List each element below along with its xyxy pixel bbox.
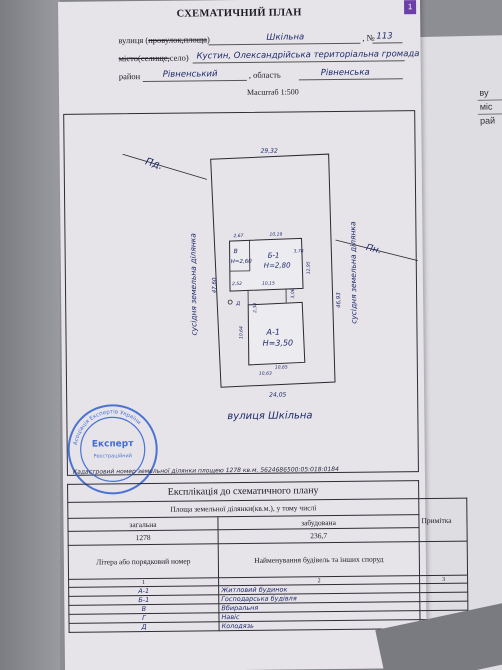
dimension-top: 29,32 (261, 148, 278, 155)
building-b-height: H=2,80 (264, 261, 291, 269)
site-plan-drawing: Пд. Пн. сусідня земельна ділянка сусідня… (122, 148, 420, 422)
parcel-boundary (210, 153, 336, 388)
stamp-title: Експерт (92, 439, 134, 449)
city-value-wrap: Кустин, Олександрійська територіальна гр… (197, 48, 420, 61)
expert-stamp: Асоціація Експертів України Експерт Реєс… (62, 399, 163, 500)
building-b-label: Б-1 (268, 252, 280, 260)
dimension-small: 10,19 (269, 232, 282, 238)
adjacent-page-fragment: ву (479, 87, 489, 98)
side-label-left: сусідня земельна ділянка (188, 233, 198, 336)
well-marker (227, 299, 233, 305)
total-value: 1278 (68, 529, 219, 546)
building-v-label: В (234, 248, 238, 255)
district-value: Рівненський (162, 69, 218, 80)
scale-label: Масштаб 1:500 (246, 87, 299, 97)
dimension-small: 10,65 (275, 365, 288, 371)
dimension-small: 12,95 (306, 261, 312, 274)
neighbor-pointer-left (122, 153, 207, 180)
district-label: район (118, 71, 141, 82)
building-a-height: H=3,50 (263, 338, 294, 347)
side-label-right: сусідня земельна ділянка (348, 221, 358, 324)
well-label: Д (235, 301, 240, 307)
building-b-outline (229, 237, 304, 292)
dimension-small: 3,06 (290, 288, 296, 298)
underline (142, 79, 247, 83)
building-a-label: А-1 (265, 328, 280, 337)
plan-frame: Пд. Пн. сусідня земельна ділянка сусідня… (63, 110, 420, 476)
col-name-header: Найменування будівель та інших споруд (218, 541, 420, 578)
dimension-small: 2,52 (232, 281, 242, 287)
col-letter-header: Літера або порядковий номер (68, 543, 219, 580)
street-label-struck: провулок,площа (148, 34, 208, 45)
dimension-small: 3,78 (294, 248, 304, 254)
neighbor-label-right: Пн. (365, 243, 383, 257)
row-letter: Д (69, 621, 220, 633)
dimension-small: 10,64 (238, 326, 244, 339)
street-line: вулиця (провулок,площа) (118, 34, 210, 45)
neighbor-label-left: Пд. (144, 156, 164, 172)
oblast-value: Рівненська (320, 67, 370, 79)
adjacent-page-line (477, 112, 502, 115)
table-row: Літера або порядковий номер Найменування… (68, 541, 468, 580)
dimension-small: 10,15 (262, 281, 275, 287)
house-number: 113 (376, 31, 393, 42)
city-label-struck: місто(селище, (118, 52, 170, 64)
dimension-left: 47,60 (212, 277, 218, 293)
street-label: вулиця ( (118, 34, 149, 46)
number-label: , № (362, 32, 375, 43)
city-label: село) (169, 52, 189, 63)
oblast-value-wrap: Рівненська (321, 67, 370, 79)
dimension-bottom: 24,05 (269, 392, 286, 399)
neighbor-pointer-right (335, 239, 420, 262)
oblast-label: , область (248, 69, 281, 80)
dimension-right: 46,93 (336, 292, 342, 308)
underline (208, 42, 361, 46)
stamp-seal: Асоціація Експертів України Експерт Реєс… (67, 404, 158, 495)
underline (372, 42, 403, 44)
street-value-wrap: Шкільна (266, 31, 304, 42)
document-sheet: 1 СХЕМАТИЧНИЙ ПЛАН вулиця (провулок,площ… (58, 0, 469, 670)
dimension-small: 2,67 (233, 233, 243, 239)
adjacent-page-fragment: рай (479, 115, 496, 126)
stamp-subtitle: Реєстраційний (93, 452, 132, 459)
street-label-close: ) (206, 34, 210, 45)
underline (298, 78, 403, 81)
building-v-height: H=2,60 (231, 259, 253, 265)
dimension-small: 10,63 (259, 371, 272, 377)
street-value: Шкільна (266, 32, 305, 43)
building-a-outline (247, 301, 306, 366)
adjacent-page-fragment: міс (479, 101, 493, 112)
document-title: СХЕМАТИЧНИЙ ПЛАН (176, 7, 302, 20)
background-surface (0, 0, 60, 670)
number-value-wrap: 113 (376, 30, 392, 41)
explication-table: Площа земельної ділянки(кв.м.), у тому ч… (67, 498, 469, 633)
adjacent-page-line (477, 98, 502, 101)
street-caption: вулиця Шкільна (227, 409, 312, 422)
dimension-small: 2,38 (252, 303, 258, 313)
note-header: Примітка (418, 498, 468, 542)
district-value-wrap: Рівненський (163, 68, 218, 80)
city-line: місто(селище,село) (119, 53, 189, 64)
